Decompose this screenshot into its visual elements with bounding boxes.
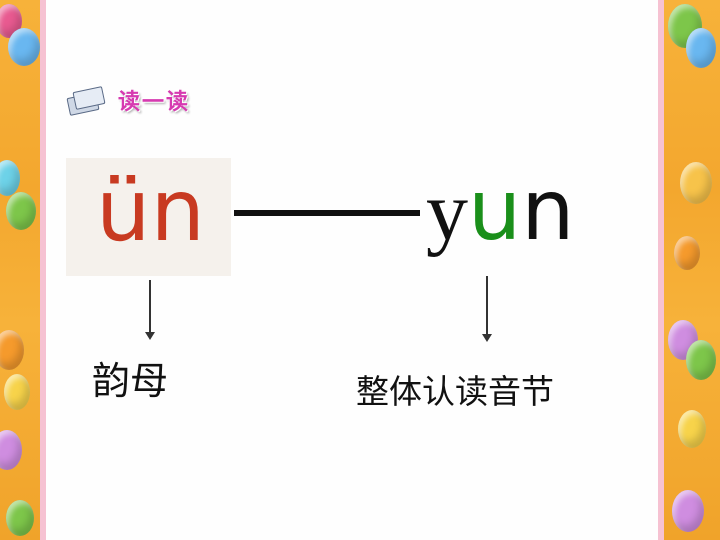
balloon xyxy=(0,160,20,196)
balloon xyxy=(686,28,716,68)
left-border-stripe xyxy=(40,0,46,540)
syllable-u: u xyxy=(468,161,522,259)
balloon xyxy=(686,340,716,380)
left-down-arrow xyxy=(145,280,155,340)
balloon xyxy=(672,490,704,532)
right-border-stripe xyxy=(658,0,664,540)
vowel-text: ün xyxy=(96,161,206,261)
label-whole-syllable: 整体认读音节 xyxy=(356,372,554,411)
balloon xyxy=(0,330,24,370)
right-down-arrow xyxy=(482,276,492,342)
balloon xyxy=(6,500,34,536)
balloon xyxy=(6,192,36,230)
label-vowel: 韵母 xyxy=(92,359,169,403)
syllable-y: y xyxy=(426,165,468,258)
balloon xyxy=(674,236,700,270)
balloon xyxy=(678,410,706,448)
section-title: 读一读 xyxy=(118,90,191,115)
right-decorative-border xyxy=(658,0,720,540)
balloon xyxy=(680,162,712,204)
long-dash xyxy=(234,210,420,216)
book-icon xyxy=(66,85,106,116)
balloon xyxy=(8,28,40,66)
vowel-card xyxy=(66,158,231,276)
balloon xyxy=(0,430,22,470)
balloon xyxy=(4,374,30,410)
section-header: 读一读 xyxy=(66,84,190,116)
syllable-n: n xyxy=(521,161,575,259)
left-decorative-border xyxy=(0,0,46,540)
syllable-text: yun xyxy=(426,168,575,254)
